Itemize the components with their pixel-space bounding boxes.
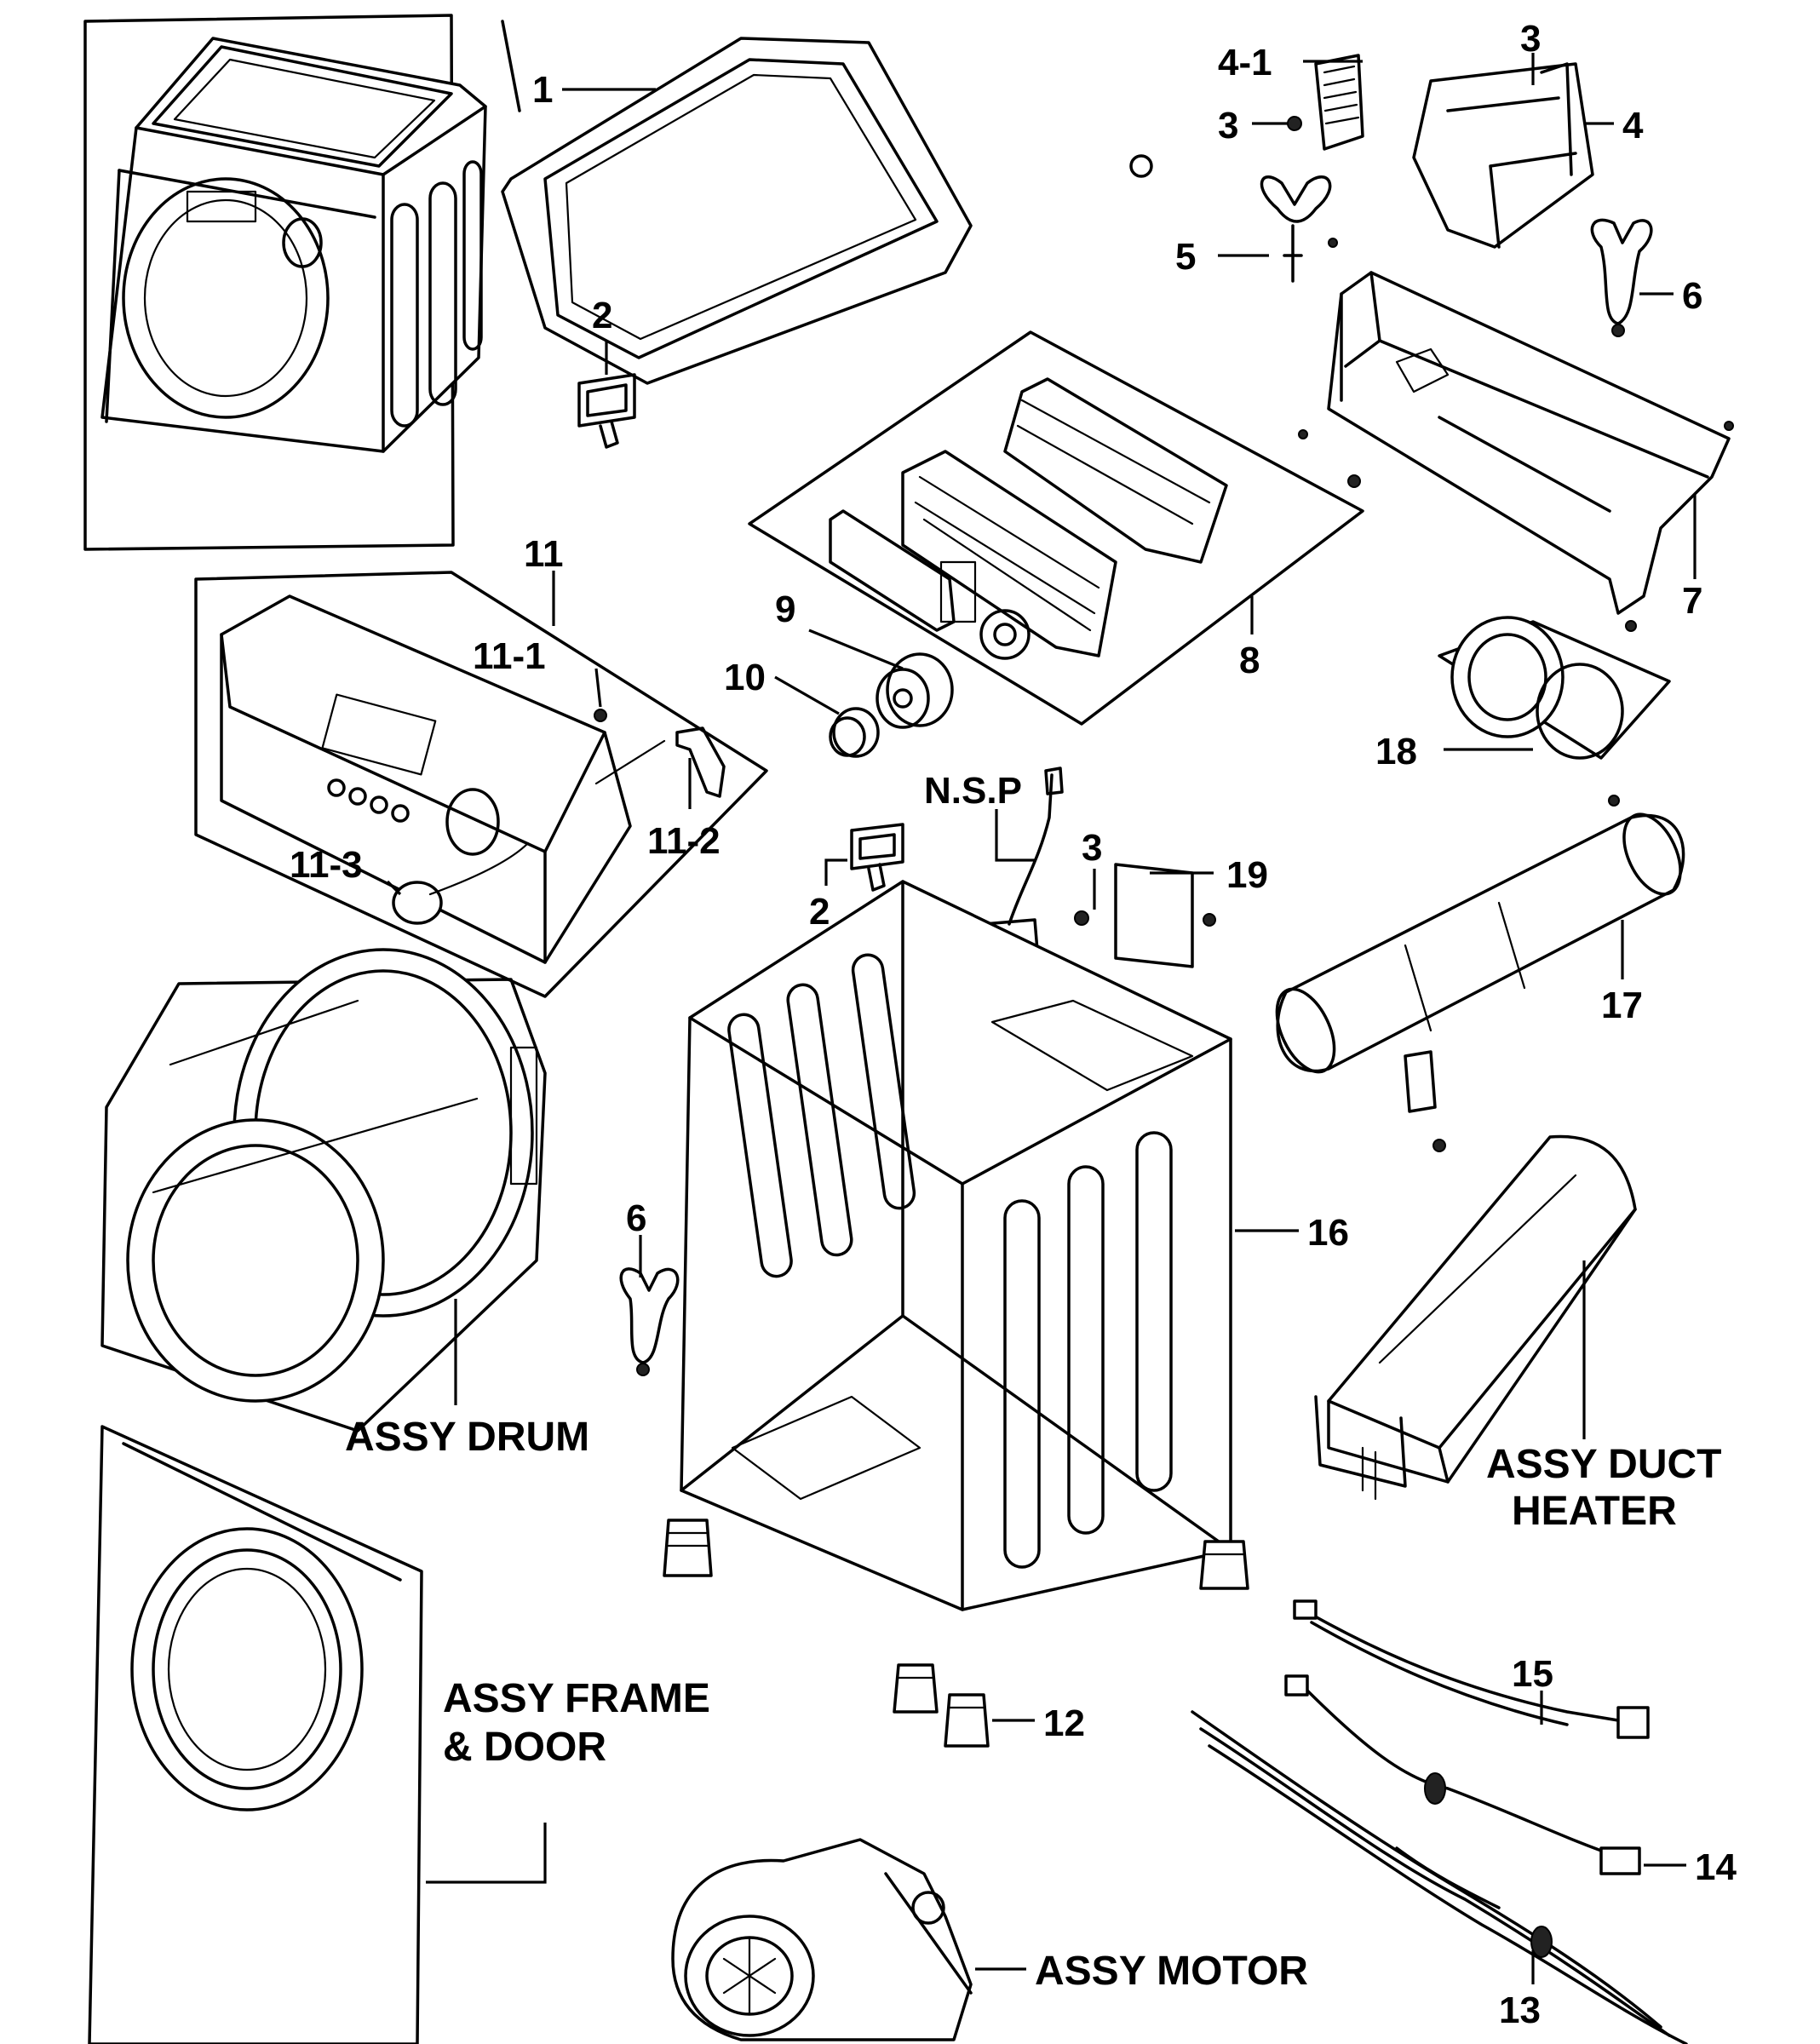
label-assy-duct-heater-1: ASSY DUCT: [1486, 1442, 1722, 1487]
label-assy-drum: ASSY DRUM: [345, 1415, 589, 1460]
wire-harnesses: [1191, 1599, 1688, 2044]
label-nsp: N.S.P: [924, 770, 1022, 812]
duct-cover-18: [1438, 616, 1671, 760]
selector-knob-9: [876, 652, 954, 729]
motor-assembly: [671, 1838, 973, 2041]
label-7: 7: [1682, 580, 1702, 622]
label-19: 19: [1226, 854, 1268, 896]
cabinet: [680, 880, 1232, 1611]
label-18: 18: [1375, 731, 1417, 772]
wire-clip-6-lower: [619, 1267, 680, 1376]
label-assy-frame-1: ASSY FRAME: [443, 1676, 710, 1721]
label-assy-motor: ASSY MOTOR: [1035, 1949, 1308, 1994]
label-11: 11: [524, 533, 564, 575]
label-3b: 3: [1520, 18, 1541, 60]
cover-plate-19: [1114, 863, 1216, 968]
wire-clip-6-upper: [1590, 218, 1653, 337]
top-cover: [501, 37, 1153, 385]
duct-heater-assembly: [1314, 1134, 1637, 1501]
label-3c: 3: [1082, 827, 1102, 869]
label-1: 1: [532, 69, 553, 111]
label-2a: 2: [592, 295, 612, 336]
drum-assembly: [100, 948, 547, 1433]
label-6b: 6: [626, 1197, 646, 1239]
label-12: 12: [1043, 1702, 1085, 1744]
clip-bracket-2-upper: [577, 373, 636, 449]
leveling-feet: [663, 1519, 1249, 1748]
label-11-2: 11-2: [647, 820, 721, 862]
label-8: 8: [1239, 640, 1260, 681]
screw-3: [1074, 910, 1089, 926]
label-11-1: 11-1: [473, 635, 546, 677]
label-9: 9: [775, 589, 795, 630]
frame-and-door-assembly: [88, 1425, 423, 2044]
filter-housing: [1287, 54, 1594, 249]
label-4-1: 4-1: [1218, 42, 1272, 83]
exhaust-duct: [1275, 795, 1685, 1074]
pcb-board-assembly: [748, 330, 1364, 726]
label-6a: 6: [1682, 275, 1702, 317]
label-17: 17: [1601, 985, 1643, 1026]
label-13: 13: [1499, 1989, 1541, 2031]
clip-bracket-2-lower: [850, 823, 904, 892]
label-15: 15: [1512, 1653, 1553, 1695]
label-assy-frame-2: & DOOR: [443, 1725, 606, 1770]
label-5: 5: [1175, 236, 1196, 278]
wire-clip-5: [1260, 175, 1332, 283]
label-3a: 3: [1218, 105, 1238, 146]
control-panel-assembly: [194, 571, 768, 998]
label-assy-duct-heater-2: HEATER: [1512, 1489, 1677, 1534]
label-14: 14: [1695, 1846, 1737, 1888]
button-cap-10: [829, 707, 880, 758]
duct-bracket: [1404, 1050, 1446, 1152]
label-2b: 2: [809, 891, 830, 933]
label-10: 10: [724, 657, 766, 698]
assembled-dryer-inset: [83, 14, 521, 551]
label-4: 4: [1622, 105, 1644, 146]
label-16: 16: [1307, 1212, 1349, 1254]
label-11-3: 11-3: [290, 844, 363, 886]
control-panel-frame: [1298, 238, 1734, 632]
